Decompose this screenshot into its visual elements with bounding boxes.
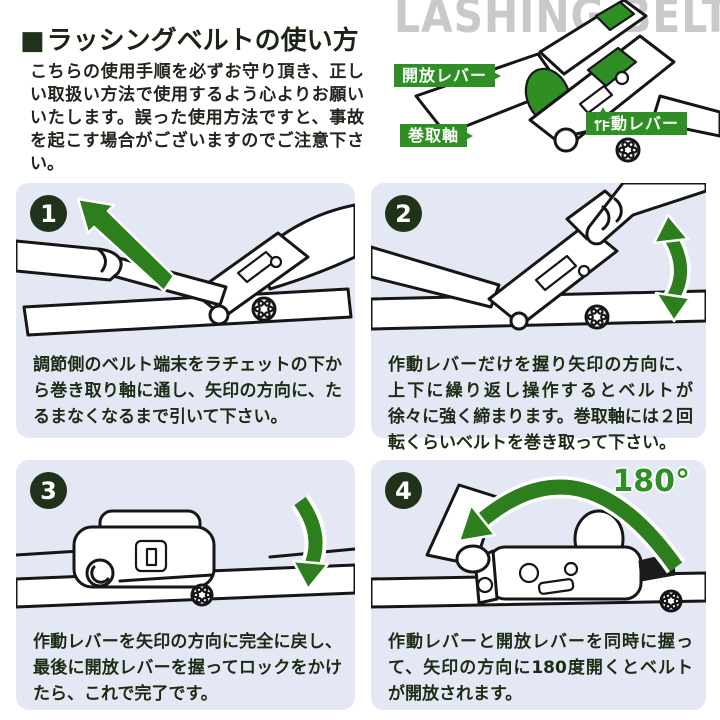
step-caption: 作動レバーと開放レバーを同時に握って、矢印の方向に180度開くとベルトが開放され… xyxy=(388,632,693,704)
label-winding-shaft: 巻取軸 xyxy=(400,124,474,147)
belt-end xyxy=(371,245,501,309)
step-1-illustration xyxy=(16,197,355,337)
step-number-badge: 3 xyxy=(30,472,67,509)
green-arrow-icon xyxy=(294,496,323,566)
step-4-illustration xyxy=(371,476,706,613)
label-release-lever: 開放レバー xyxy=(394,64,502,87)
operating-lever-grip xyxy=(586,46,638,88)
arrowhead-left xyxy=(457,503,497,543)
hook-icon xyxy=(509,311,529,331)
hook-icon xyxy=(553,127,579,153)
linkage-bar xyxy=(118,573,214,583)
angle-180-label: 180° xyxy=(612,464,690,499)
pivot-pin xyxy=(614,70,630,86)
step-number-badge: 2 xyxy=(385,195,422,232)
green-arrow-icon xyxy=(76,197,176,293)
gripping-hand xyxy=(585,183,706,246)
frame-slot xyxy=(578,84,614,115)
step-caption: 作動レバーだけを握り矢印の方向に、上下に繰り返し操作するとベルトが徐々に強く締ま… xyxy=(388,355,693,453)
step-card-3: 3 作動レバーを矢印の方向に完全に戻し、最後に開放レバーを握ってロックをかけたら… xyxy=(16,460,355,710)
label-operating-lever: 作動レバー xyxy=(586,107,688,135)
green-double-arrow-icon xyxy=(664,233,687,303)
fist xyxy=(455,544,491,574)
page-title-text: ラッシングベルトの使い方 xyxy=(46,26,359,56)
step-caption: 作動レバーを矢印の方向に完全に戻し、最後に開放レバーを握ってロックをかけたら、こ… xyxy=(33,632,342,704)
intro-text: こちらの使用手順を必ずお守り頂き、正しい取扱い方法で使用するよう心よりお願いいた… xyxy=(30,62,364,174)
step-card-1: 1 調節側のベルト端末をラチェットの下から巻き取り軸に通し、矢印の方向に、たるま… xyxy=(16,183,355,438)
page-title: ■ラッシングベルトの使い方 xyxy=(20,20,400,57)
ratchet-parts-illustration xyxy=(414,0,720,163)
step-caption: 調節側のベルト端末をラチェットの下から巻き取り軸に通し、矢印の方向に、たるまなく… xyxy=(33,355,342,427)
arrowhead-up xyxy=(652,213,690,245)
release-lever-grip xyxy=(594,0,636,32)
pivot-pin xyxy=(269,255,283,269)
arrowhead-down xyxy=(654,291,692,323)
parts-diagram: LASHING BELT 開放レバー 巻取軸 作動レバー xyxy=(388,0,720,172)
step-2-illustration xyxy=(371,183,706,331)
frame-slot xyxy=(534,254,578,292)
hook-icon xyxy=(208,304,230,326)
pivot-pin xyxy=(577,264,591,278)
step-card-4: 4 180° 作動レバーと開放レバーを同時に握って、矢印の方向に180度開くとベ… xyxy=(371,460,706,710)
arrowhead-down xyxy=(291,559,330,591)
step-card-2: 2 作動レバーだけを握り矢印の方向に、上下に繰り返し操作するとベルトが徐々に強く… xyxy=(371,183,706,453)
step-3-illustration xyxy=(16,494,355,609)
step-number-badge: 4 xyxy=(385,472,422,509)
green-arc-arrow-icon xyxy=(476,479,683,572)
watermark-text: LASHING BELT xyxy=(394,0,720,45)
title-bullet: ■ xyxy=(20,26,45,56)
step-number-badge: 1 xyxy=(30,195,67,232)
